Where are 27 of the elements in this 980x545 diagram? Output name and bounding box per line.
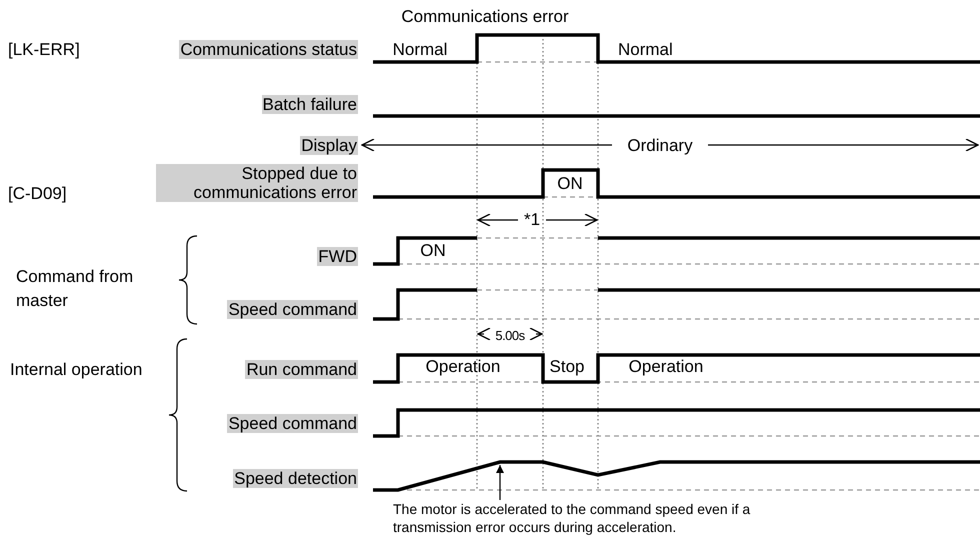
signal-waveform: [373, 460, 980, 492]
parameter-code: [LK-ERR]: [8, 40, 80, 59]
signal-name: FWD: [317, 247, 358, 266]
parameter-code: [C-D09]: [8, 184, 67, 203]
state-label: ON: [420, 241, 446, 260]
annotation-note: The motor is accelerated to the command speed even if a transmission error occurs during acceleration.: [393, 500, 763, 536]
signal-name: Display: [300, 136, 358, 155]
state-label: Normal: [392, 40, 448, 59]
signal-name: Stopped due to communications error: [156, 164, 358, 202]
signal-name: Run command: [245, 360, 358, 379]
annotation-text: Communications error: [401, 7, 569, 26]
signal-name: Communications status: [179, 40, 358, 59]
dimension-label: 5.00s: [495, 327, 525, 345]
state-label: Operation: [426, 357, 500, 376]
signal-name: Batch failure: [262, 95, 358, 114]
state-label: Stop: [550, 357, 584, 376]
state-label: Ordinary: [627, 136, 693, 155]
leader-arrow: [496, 465, 504, 500]
signal-name: Speed detection: [233, 469, 358, 488]
state-label: Normal: [618, 40, 673, 59]
signal-name: Speed command: [227, 300, 358, 319]
group-label: Command from master: [16, 266, 134, 312]
group-label: Internal operation: [10, 359, 144, 381]
state-label: ON: [557, 174, 583, 193]
signal-name: Speed command: [227, 414, 358, 433]
state-label: Operation: [628, 357, 704, 376]
state-label: *1: [524, 210, 540, 229]
